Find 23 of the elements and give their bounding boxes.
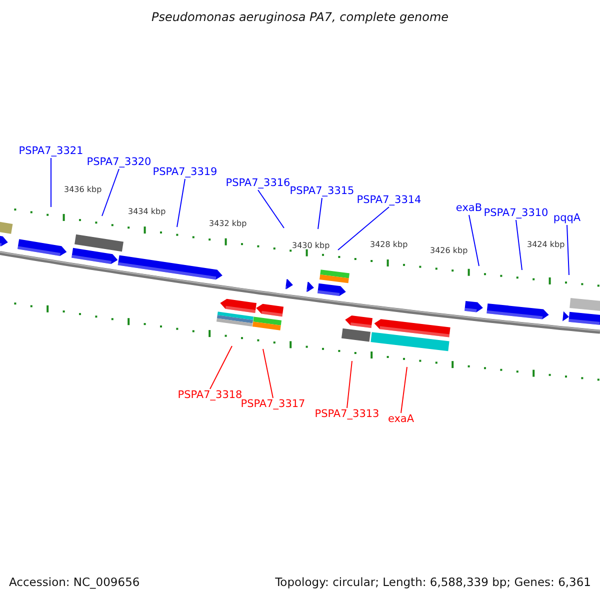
gene-label: PSPA7_3310 xyxy=(484,207,548,219)
scale-label: 3434 kbp xyxy=(128,207,166,216)
footer-text: Accession: NC_009656 xyxy=(9,575,140,589)
scale-label: 3432 kbp xyxy=(209,219,247,228)
gene-label: pqqA xyxy=(553,212,581,224)
gene-label: exaB xyxy=(456,202,482,214)
gene-label: PSPA7_3319 xyxy=(152,166,218,178)
gene-label: PSPA7_3317 xyxy=(240,398,306,410)
gene-label: PSPA7_3321 xyxy=(18,145,84,157)
scale-label: 3430 kbp xyxy=(292,241,330,250)
gene-label: exaA xyxy=(388,413,414,425)
gene-label: PSPA7_3318 xyxy=(178,389,242,401)
gene-label: PSPA7_3315 xyxy=(290,185,354,197)
gene-label: PSPA7_3320 xyxy=(86,156,152,168)
title: Pseudomonas aeruginosa PA7, complete genome xyxy=(150,10,450,24)
gene-label: PSPA7_3316 xyxy=(226,177,290,189)
scale-label: 3428 kbp xyxy=(370,240,408,249)
footer-text: Topology: circular; Length: 6,588,339 bp; Genes: 6,361 xyxy=(275,575,591,589)
gene-label: PSPA7_3314 xyxy=(356,194,422,206)
scale-label: 3436 kbp xyxy=(64,185,102,194)
scale-label: 3424 kbp xyxy=(527,240,565,249)
gene-label: PSPA7_3313 xyxy=(314,408,380,420)
scale-label: 3426 kbp xyxy=(430,246,468,255)
